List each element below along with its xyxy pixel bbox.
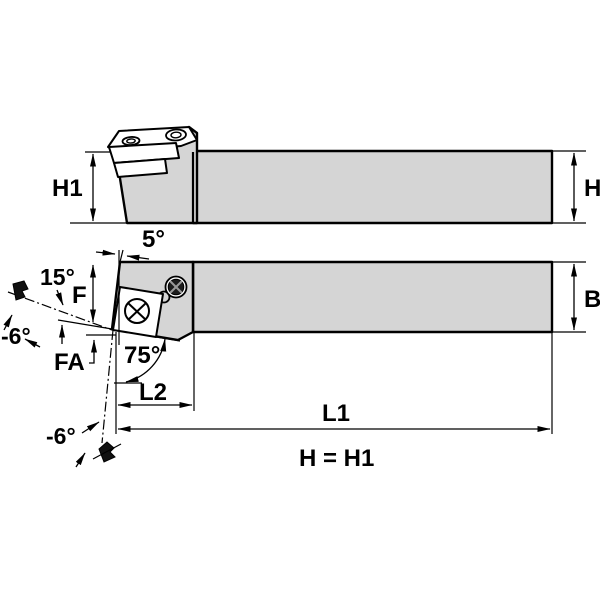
centerline-back <box>101 329 114 444</box>
angle5-arrow-left <box>95 249 116 256</box>
clamp-step <box>113 158 168 178</box>
rake-side-arrow-2 <box>24 338 41 348</box>
centerline-side <box>7 291 113 331</box>
label-side-angle: 15° <box>40 264 75 290</box>
angle15-leader <box>55 289 64 306</box>
note-text: H = H1 <box>299 445 374 472</box>
cutting-edge-extension <box>155 336 181 342</box>
label-h1: H1 <box>52 175 83 202</box>
label-h: H <box>584 175 600 202</box>
label-b: B <box>584 286 600 313</box>
insert-screw-x2 <box>127 302 147 321</box>
insert-top-inner <box>170 131 182 139</box>
top-view-shank <box>191 260 554 334</box>
label-back-rake: -6° <box>46 423 76 449</box>
label-fa: FA <box>54 349 85 376</box>
label-f: F <box>72 282 87 309</box>
fa-leader <box>89 339 97 364</box>
top-view: 5° -6° 15° F FA 75° B -6° <box>1 226 600 468</box>
rake-back-arrow-1 <box>81 421 100 434</box>
label-back-angle: 5° <box>142 226 165 253</box>
glyph-edge-line <box>92 443 122 460</box>
insert-profile-icon-side <box>12 280 29 301</box>
head-screw-x2 <box>169 280 183 294</box>
rake-back-arrow-2 <box>75 452 86 468</box>
insert-top-icon <box>165 128 187 142</box>
clamp-screw-icon <box>121 136 141 146</box>
label-side-rake: -6° <box>1 323 31 349</box>
side-view-shank <box>191 149 554 225</box>
label-lead-angle: 75° <box>124 342 160 369</box>
side-view: H1 H <box>52 125 600 225</box>
insert-screw-icon <box>124 298 150 324</box>
head-edge-extension <box>119 249 124 263</box>
label-l1: L1 <box>322 400 350 427</box>
lead-angle-arc <box>125 338 167 383</box>
angle5-arrow-right <box>126 254 150 261</box>
rake-side-arrow-1 <box>3 314 13 331</box>
front-edge-extension <box>57 319 113 330</box>
clamp-screw-inner <box>126 138 136 144</box>
head-screw-icon <box>164 275 188 299</box>
label-l2: L2 <box>139 379 167 406</box>
clamp-front-face <box>108 142 180 164</box>
